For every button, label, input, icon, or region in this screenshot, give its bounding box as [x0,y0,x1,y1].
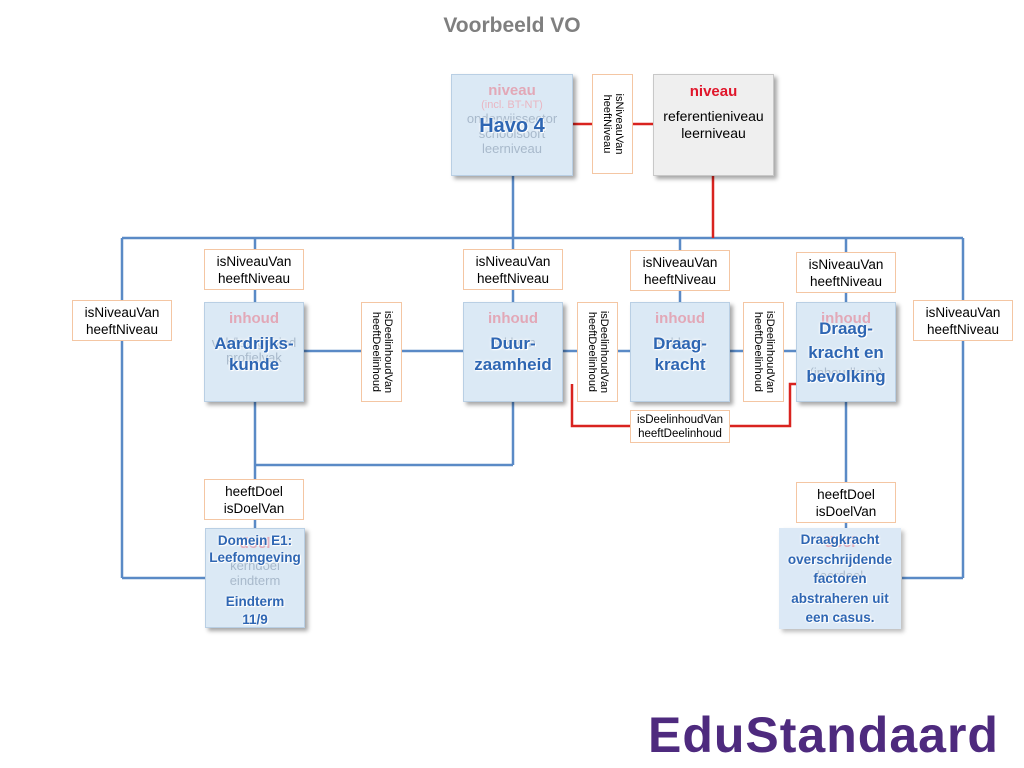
relation-text: heeftNiveau [85,321,159,337]
node-title: Domein E1: Leefomgeving [206,532,304,566]
node-title: Havo 4 [479,115,545,137]
ghost-sub: (incl. BT-NT) [481,99,543,111]
relation-text: isNiveauVan [642,254,718,270]
relation-text: heeftNiveau [809,273,883,289]
ghost-line: onderwijssector [466,111,558,126]
ghost-line: leerdoel [816,568,864,583]
node-title: Draag- kracht en bevolking [797,317,895,389]
relation-text: heeftDeelinhoud [585,311,598,393]
page-title: Voorbeeld VO [443,14,581,37]
relation-text: isNiveauVan [475,253,551,269]
ghost-niveau: niveau [488,82,536,99]
relation-text: isNiveauVan [808,256,884,272]
node-title: Draag- kracht [631,333,729,375]
ghost-line: schoolsoort [478,126,546,141]
node-title-line: factoren [813,571,867,586]
node-domein-e1[interactable]: doel kerndoel eindterm Domein E1: Leefom… [205,528,305,628]
relation-text: heeftDeelinhoud [638,427,722,440]
relation-label-deelinhoud-vertical: isDeelinhoudVan heeftDeelinhoud [743,302,784,402]
node-duurzaamheid[interactable]: inhoud vakkern Duur- zaamheid [463,302,563,402]
ghost-inhoud: inhoud [655,310,705,327]
ghost-line: eindterm [229,573,281,588]
node-head: niveau [689,83,738,100]
node-title: Aardrijks- kunde [205,333,303,375]
node-title-line: een casus. [805,610,875,625]
node-title-line: overschrijdende [787,551,893,567]
relation-text: heeftNiveau [476,270,550,286]
relation-text: isDeelinhoudVan [763,310,776,394]
relation-text: heeftDoel [225,483,283,499]
node-title-line: Draag- [653,334,707,353]
ghost-line: subkern [656,335,704,350]
ghost-line: kerndoel [230,558,280,573]
ghost-doel: doel [824,534,856,551]
node-title-line: zaamheid [474,355,552,374]
node-title-line: Duur- [490,334,536,353]
node-title-line: bevolking [806,367,886,386]
relation-label-niveau-left: isNiveauVan heeftNiveau [72,300,172,341]
relation-label-deelinhoud-vertical: isDeelinhoudVan heeftDeelinhoud [361,302,402,402]
node-title-line: abstraheren uit [791,590,889,606]
node-line: leerniveau [681,125,746,141]
node-aardrijkskunde[interactable]: inhoud vak/leergebied profielvak Aardrij… [204,302,304,402]
node-title-line: Eindterm [225,594,285,609]
relation-text: isDoelVan [223,500,285,516]
ghost-doel: doel [239,535,271,552]
relation-text: heeftNiveau [600,94,613,154]
ghost-inhoud: inhoud [229,310,279,327]
relation-label-niveau-right: isNiveauVan heeftNiveau [913,300,1013,341]
edustandaard-logo: EduStandaard [648,707,999,763]
relation-label-niveau: isNiveauVan heeftNiveau [630,250,730,291]
node-title-line: Leefomgeving [209,550,301,565]
ghost-line: vakkern [490,335,536,350]
relation-text: isDeelinhoudVan [636,413,724,426]
ghost-line: profielvak [226,350,282,365]
relation-label-niveau: isNiveauVan heeftNiveau [463,249,563,290]
node-draagkracht[interactable]: inhoud subkern Draag- kracht [630,302,730,402]
relation-label-niveau: isNiveauVan heeftNiveau [796,252,896,293]
relation-label-doel: heeftDoel isDoelVan [796,482,896,523]
ghost-inhoud: inhoud [821,310,871,327]
node-subtitle: Eindterm 11/9 [206,593,304,627]
relation-text: isNiveauVan [925,304,1001,320]
node-title: Duur- zaamheid [464,333,562,375]
relation-label-deelinhoud: isDeelinhoudVan heeftDeelinhoud [630,410,730,443]
node-title: Draagkracht overschrijdende factoren abs… [779,530,901,628]
node-line: referentieniveau [663,108,764,124]
relation-text: isDeelinhoudVan [597,310,610,394]
node-draagkracht-overschrijdende-factoren[interactable]: doel leerdoel Draagkracht overschrijdend… [779,528,901,629]
node-title-line: kracht en [808,343,884,362]
node-title-line: Aardrijks- [214,334,294,353]
ghost-line: leerniveau [482,141,542,156]
connector-red-deelinhoud [570,382,796,428]
relation-text: heeftDeelinhoud [369,311,382,393]
relation-text: heeftDoel [817,486,875,502]
node-referentieniveau[interactable]: niveau referentieniveau leerniveau [653,74,774,176]
ghost-inhoud: inhoud [488,310,538,327]
relation-text: heeftNiveau [643,271,717,287]
node-title-line: 11/9 [242,612,268,627]
relation-text: isNiveauVan [612,93,625,155]
relation-label-doel: heeftDoel isDoelVan [204,479,304,520]
node-draagkracht-en-bevolking[interactable]: inhoud (inhoudkern) Draag- kracht en bev… [796,302,896,402]
node-title-line: Draagkracht [800,532,880,547]
relation-text: isDoelVan [815,503,877,519]
relation-text: heeftNiveau [217,270,291,286]
relation-label-niveau: isNiveauVan heeftNiveau [204,249,304,290]
node-title-line: kracht [654,355,706,374]
relation-text: heeftDeelinhoud [751,311,764,393]
ghost-line: (inhoudkern) [809,365,883,380]
relation-text: isNiveauVan [84,304,160,320]
node-title-line: Domein E1: [217,533,293,548]
node-title-line: Draag- [819,319,873,338]
relation-text: heeftNiveau [926,321,1000,337]
relation-text: isDeelinhoudVan [381,310,394,394]
relation-label-deelinhoud-vertical: isDeelinhoudVan heeftDeelinhoud [577,302,618,402]
relation-label-niveau-vertical: isNiveauVan heeftNiveau [592,74,633,174]
relation-text: isNiveauVan [216,253,292,269]
node-havo-4[interactable]: niveau (incl. BT-NT) onderwijssector sch… [451,74,573,176]
node-title-line: kunde [228,355,280,374]
ghost-line: vak/leergebied [211,335,297,350]
